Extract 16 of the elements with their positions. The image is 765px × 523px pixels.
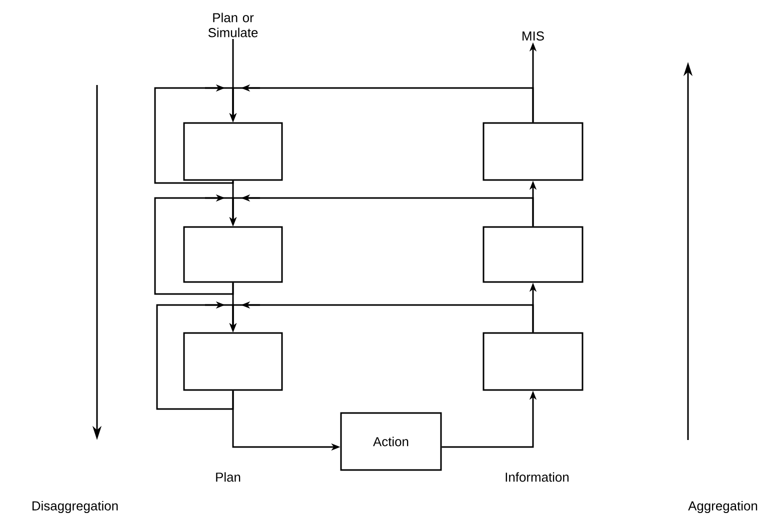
node-label: MIS [522, 31, 544, 41]
arrow [154, 194, 237, 295]
edge-label: Information [504, 471, 570, 483]
node-label: Plan or Simulate [208, 12, 258, 38]
axis-label: Aggregation [688, 500, 758, 514]
process-box [482, 332, 584, 391]
arrow [156, 301, 237, 410]
action-box: Action [340, 412, 442, 471]
axis-label: Disaggregation [32, 500, 118, 514]
process-box [482, 122, 584, 181]
process-box [482, 226, 584, 283]
edge-label: Plan [214, 471, 242, 483]
process-box [183, 332, 283, 391]
process-box [183, 122, 283, 181]
process-box [183, 226, 283, 283]
arrow [154, 84, 237, 184]
